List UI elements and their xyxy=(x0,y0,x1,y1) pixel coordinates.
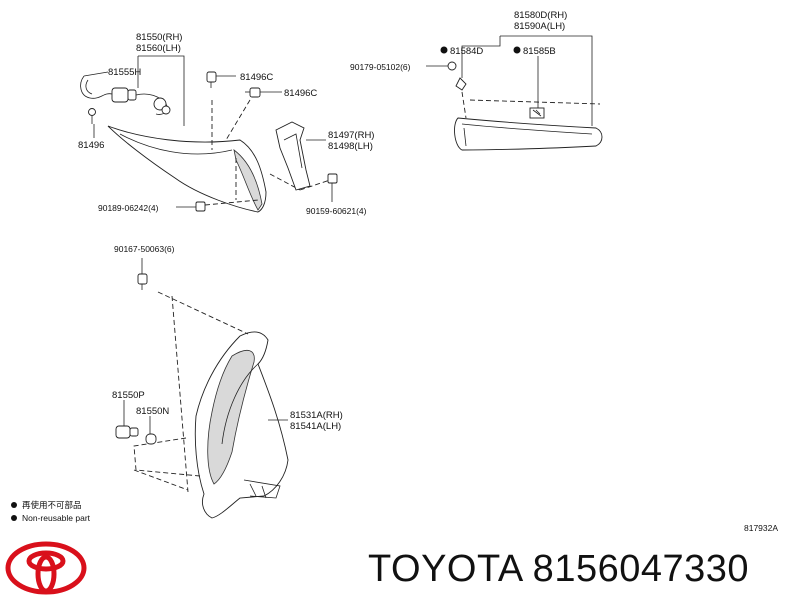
clip-81584d xyxy=(455,77,467,91)
toyota-logo-icon xyxy=(5,541,87,595)
callout-90167: 90167-50063(6) xyxy=(114,244,175,254)
callout-81590a: 81590A(LH) xyxy=(514,21,565,32)
screw-81496 xyxy=(88,108,96,124)
callout-81550n: 81550N xyxy=(136,406,169,417)
reflector-group xyxy=(426,35,603,151)
callout-81496: 81496 xyxy=(78,140,104,151)
front-lamp-group xyxy=(115,258,289,519)
callout-81585b: 81585B xyxy=(523,46,556,57)
callout-81584d: 81584D xyxy=(450,46,483,57)
side-marker-lamp-lens xyxy=(233,149,263,211)
legend-dot-icon xyxy=(11,515,17,521)
callout-81541a: 81541A(LH) xyxy=(290,421,341,432)
bracket-81497 xyxy=(275,121,311,191)
clip-81496c-lower xyxy=(245,87,261,98)
callout-81580d: 81580D(RH) xyxy=(514,10,567,21)
bulb-81550n xyxy=(145,433,157,445)
legend-item-en: Non-reusable part xyxy=(22,513,91,523)
brand-part-number: TOYOTA 8156047330 xyxy=(368,548,750,590)
legend-dot-icon xyxy=(11,502,17,508)
front-lamp-lens xyxy=(207,349,255,485)
reflector-body xyxy=(454,117,603,151)
screw-90189 xyxy=(195,201,206,212)
socket-wire xyxy=(80,75,171,115)
diagram-code: 817932A xyxy=(744,523,778,533)
bolt-90159 xyxy=(327,173,338,190)
legend-item-jp: 再使用不可部品 xyxy=(22,500,82,510)
callout-90189: 90189-06242(4) xyxy=(98,203,159,213)
screw-90179 xyxy=(447,61,457,71)
clip-81496c-upper xyxy=(206,71,217,88)
callout-90159: 90159-60621(4) xyxy=(306,206,367,216)
callout-81498: 81498(LH) xyxy=(328,141,373,152)
callout-81560: 81560(LH) xyxy=(136,43,181,54)
side-marker-lamp-group xyxy=(80,55,338,213)
callout-81555h: 81555H xyxy=(108,67,141,78)
callout-81496c-upper: 81496C xyxy=(240,72,273,83)
socket-81550p xyxy=(115,425,139,439)
callout-81496c-lower: 81496C xyxy=(284,88,317,99)
side-marker-lamp-body xyxy=(107,125,267,213)
callout-81550p: 81550P xyxy=(112,390,145,401)
callout-81550: 81550(RH) xyxy=(136,32,182,43)
callout-90179: 90179-05102(6) xyxy=(350,62,411,72)
legend: 再使用不可部品 Non-reusable part xyxy=(11,500,91,523)
callout-81497: 81497(RH) xyxy=(328,130,374,141)
callout-81531a: 81531A(RH) xyxy=(290,410,343,421)
screw-90167 xyxy=(137,273,148,290)
